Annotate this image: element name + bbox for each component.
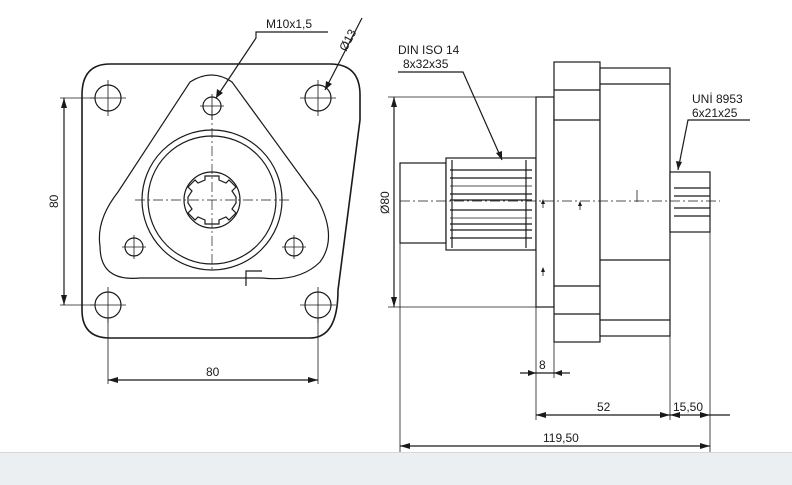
right-shaft bbox=[669, 171, 711, 233]
spline-left-leader bbox=[398, 71, 503, 161]
flange-thickness-label: 8 bbox=[539, 358, 546, 372]
thread-leader bbox=[215, 31, 328, 99]
threaded-hole-left bbox=[122, 235, 146, 259]
left-shaft-spline bbox=[445, 157, 537, 251]
spline-right-size: 6x21x25 bbox=[692, 106, 738, 120]
pump-body bbox=[553, 61, 601, 343]
threaded-hole-top bbox=[200, 94, 224, 120]
spline-bore-teeth bbox=[187, 175, 237, 225]
triangular-flange bbox=[98, 74, 330, 280]
spline-right-leader bbox=[677, 119, 750, 171]
flow-marks bbox=[541, 190, 638, 276]
rear-housing bbox=[599, 67, 671, 337]
bolt-hole-top-left bbox=[90, 80, 126, 116]
diameter-dim-label: Ø80 bbox=[378, 191, 392, 214]
total-length-label: 119,50 bbox=[543, 431, 579, 445]
bolt-hole-bottom-left bbox=[90, 287, 126, 323]
bolt-hole-top-right bbox=[300, 80, 336, 116]
mounting-plate bbox=[535, 96, 555, 308]
spline-right-standard: UNİ 8953 bbox=[692, 92, 743, 106]
front-view: M10x1,5 Ø13 80 80 bbox=[47, 17, 363, 384]
side-view: DIN ISO 14 8x32x35 UNİ 8953 6x21x25 Ø80 … bbox=[378, 43, 750, 452]
left-shaft-end bbox=[399, 162, 447, 244]
hole-diameter-leader bbox=[324, 17, 363, 91]
thread-label: M10x1,5 bbox=[266, 17, 312, 31]
spline-left-standard: DIN ISO 14 bbox=[398, 43, 460, 57]
shaft-length-label: 15,50 bbox=[673, 400, 703, 414]
spline-teeth bbox=[450, 160, 532, 248]
spline-left-size: 8x32x35 bbox=[403, 57, 449, 71]
height-dim-label: 80 bbox=[47, 194, 61, 208]
rotation-mark bbox=[245, 270, 262, 286]
body-length-label: 52 bbox=[597, 400, 611, 414]
threaded-hole-right bbox=[282, 235, 306, 259]
flange-outline bbox=[81, 63, 361, 339]
width-dim-label: 80 bbox=[206, 365, 220, 379]
bolt-hole-bottom-right bbox=[300, 287, 336, 323]
footer-bar bbox=[0, 452, 792, 485]
